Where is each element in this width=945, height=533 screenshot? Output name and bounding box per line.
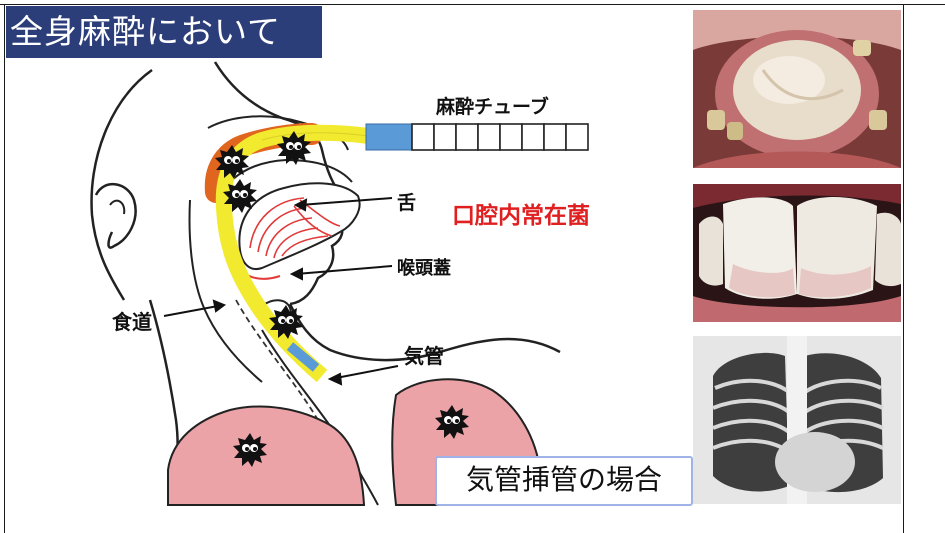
ear-outline — [96, 184, 136, 247]
chest-xray-photo — [693, 336, 901, 504]
tube-label: 麻酔チューブ — [436, 92, 549, 119]
tongue-label: 舌 — [397, 188, 416, 215]
ear-inner — [110, 201, 124, 214]
trachea-label: 気管 — [404, 340, 444, 369]
coated-tongue-photo — [693, 10, 901, 168]
oral-bacteria-label: 口腔内常在菌 — [452, 196, 590, 230]
left-lung — [168, 406, 364, 505]
tube-connector — [366, 124, 412, 150]
esophagus-label: 食道 — [112, 306, 152, 335]
intubation-caption: 気管挿管の場合 — [435, 456, 693, 506]
epiglottis-label: 喉頭蓋 — [397, 254, 451, 280]
tube-ruler — [412, 124, 588, 150]
plaque-teeth-photo — [693, 184, 901, 322]
